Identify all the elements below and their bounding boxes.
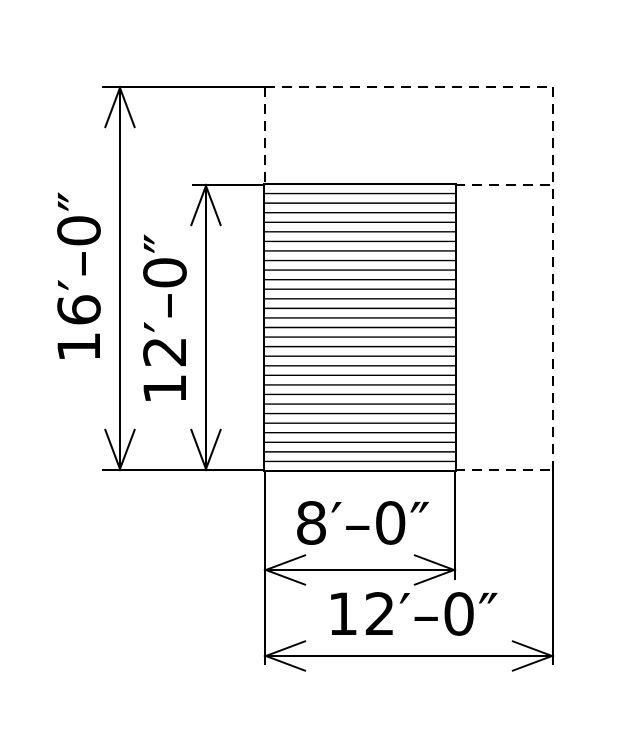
overall-height-label: 16′–0″	[46, 191, 114, 366]
overall-width-dimension: 12′–0″	[263, 470, 555, 672]
inner-height-dimension: 12′–0″	[132, 183, 265, 472]
outer-boundary-dashed	[264, 86, 554, 471]
panel-stripes	[264, 192, 456, 463]
inner-height-label: 12′–0″	[132, 233, 200, 408]
inner-width-dimension: 8′–0″	[263, 470, 457, 665]
inner-width-label: 8′–0″	[293, 490, 431, 558]
striped-panel	[263, 183, 457, 472]
overall-width-label: 12′–0″	[325, 581, 500, 649]
overall-height-dimension: 16′–0″	[46, 85, 265, 472]
